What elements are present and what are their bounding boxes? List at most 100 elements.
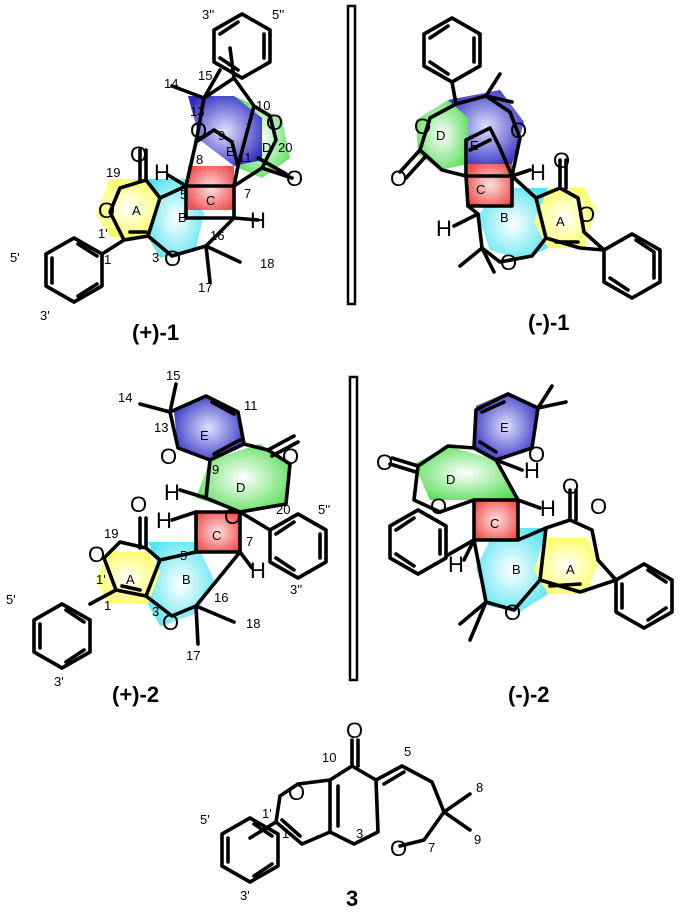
atom-number: 14: [118, 390, 132, 405]
atom-number: 9: [212, 462, 219, 477]
ring-label-B: B: [512, 562, 521, 577]
atom-number: 1: [282, 826, 289, 841]
ring-label-C: C: [206, 193, 215, 208]
ring-D: [196, 444, 290, 512]
oxygen-label: O: [190, 118, 207, 143]
ring-label-A: A: [566, 562, 575, 577]
compound-caption: (+)-2: [112, 682, 159, 707]
atom-number: 5': [10, 250, 20, 265]
ring-label-E: E: [226, 144, 235, 159]
oxygen-label: O: [376, 450, 393, 475]
atom-number: 8: [476, 780, 483, 795]
oxygen-label: O: [390, 166, 407, 191]
atom-number: 15: [166, 368, 180, 383]
atom-number: 3': [54, 674, 64, 689]
atom-number: 13: [190, 104, 204, 119]
ring-label-D: D: [446, 472, 455, 487]
oxygen-label: O: [160, 444, 177, 469]
oxygen-label: O: [282, 444, 299, 469]
oxygen-label: O: [162, 610, 179, 635]
hydrogen-label: H: [250, 558, 266, 583]
atom-number: 5: [180, 548, 187, 563]
ring-label-E: E: [470, 138, 479, 153]
atom-number: 10: [322, 750, 336, 765]
atom-number: 7: [246, 534, 253, 549]
atom-number: 11: [238, 150, 252, 165]
ring-E: [174, 396, 244, 460]
ring-label-D: D: [436, 128, 445, 143]
atom-number: 3: [152, 250, 159, 265]
structure-plus-2: O O O O O O H H H A B C D E 15 14 13 11 …: [6, 368, 330, 707]
mirror-divider-middle: [348, 375, 359, 682]
ring-A: [96, 179, 162, 237]
structure-3: O O O 10 5 8 1' 5' 1 3 7 9 3' 3: [200, 718, 483, 911]
ring-label-C: C: [476, 182, 485, 197]
hydrogen-label: H: [164, 480, 180, 505]
atom-number: 16: [210, 228, 224, 243]
atom-number: 16: [214, 590, 228, 605]
atom-number: 7: [428, 840, 435, 855]
hydrogen-label: H: [530, 160, 546, 185]
atom-number: 3: [152, 604, 159, 619]
oxygen-label: O: [164, 246, 181, 271]
atom-number: 8: [196, 152, 203, 167]
atom-number: 10: [256, 98, 270, 113]
oxygen-label: O: [504, 600, 521, 625]
ring-C: [196, 512, 240, 552]
oxygen-label: O: [286, 166, 303, 191]
oxygen-label: O: [98, 198, 115, 223]
ring-label-C: C: [212, 528, 221, 543]
compound-caption: (-)-1: [528, 310, 570, 335]
atom-number: 5': [6, 592, 16, 607]
ring-label-D: D: [236, 480, 245, 495]
oxygen-label: O: [430, 494, 447, 519]
atom-number: 19: [106, 165, 120, 180]
atom-number: 3': [40, 308, 50, 323]
structure-minus-2: O O O O O O H H H A B C D E (-)-2: [376, 384, 674, 707]
atom-number: 13: [154, 420, 168, 435]
ring-label-B: B: [500, 210, 509, 225]
atom-number: 5'': [272, 7, 284, 22]
atom-number: 9: [218, 128, 225, 143]
ring-C: [474, 500, 518, 540]
compound-caption: 3: [346, 886, 358, 911]
hydrogen-label: H: [250, 208, 266, 233]
mirror-divider-top: [346, 4, 357, 306]
ring-C: [468, 164, 512, 206]
atom-number: 18: [246, 616, 260, 631]
oxygen-label: O: [500, 250, 517, 275]
structure-plus-1: O O O O O O H H A B C D E 3'' 5'' 14 15 …: [10, 7, 303, 345]
oxygen-label: O: [390, 836, 407, 861]
atom-number: 1': [98, 226, 108, 241]
atom-number: 20: [278, 140, 292, 155]
ring-label-A: A: [556, 214, 565, 229]
atom-number: 17: [198, 280, 212, 295]
atom-number: 17: [186, 648, 200, 663]
structure-minus-1: O O O O O O H H A B C D E (-)-1: [390, 16, 662, 335]
atom-number: 1': [262, 806, 272, 821]
atom-number: 5: [404, 744, 411, 759]
atom-number: 3: [356, 826, 363, 841]
atom-number: 1': [96, 572, 106, 587]
oxygen-label: O: [266, 110, 283, 135]
atom-number: 5: [180, 187, 187, 202]
atom-number: 19: [104, 526, 118, 541]
atom-number: 3'': [290, 582, 302, 597]
atom-number: 11: [244, 398, 258, 413]
ring-label-D: D: [262, 140, 271, 155]
oxygen-label: O: [510, 118, 527, 143]
atom-number: 15: [198, 68, 212, 83]
compound-caption: (-)-2: [508, 682, 550, 707]
oxygen-label: O: [528, 442, 545, 467]
atom-number: 20: [276, 502, 290, 517]
oxygen-label: O: [414, 114, 431, 139]
atom-number: 3'': [202, 7, 214, 22]
atom-number: 7: [244, 186, 251, 201]
ring-C: [188, 166, 234, 210]
ring-label-E: E: [500, 420, 509, 435]
oxygen-label: O: [88, 542, 105, 567]
atom-number: 14: [164, 76, 178, 91]
oxygen-label: O: [578, 202, 595, 227]
atom-number: 5'': [318, 502, 330, 517]
